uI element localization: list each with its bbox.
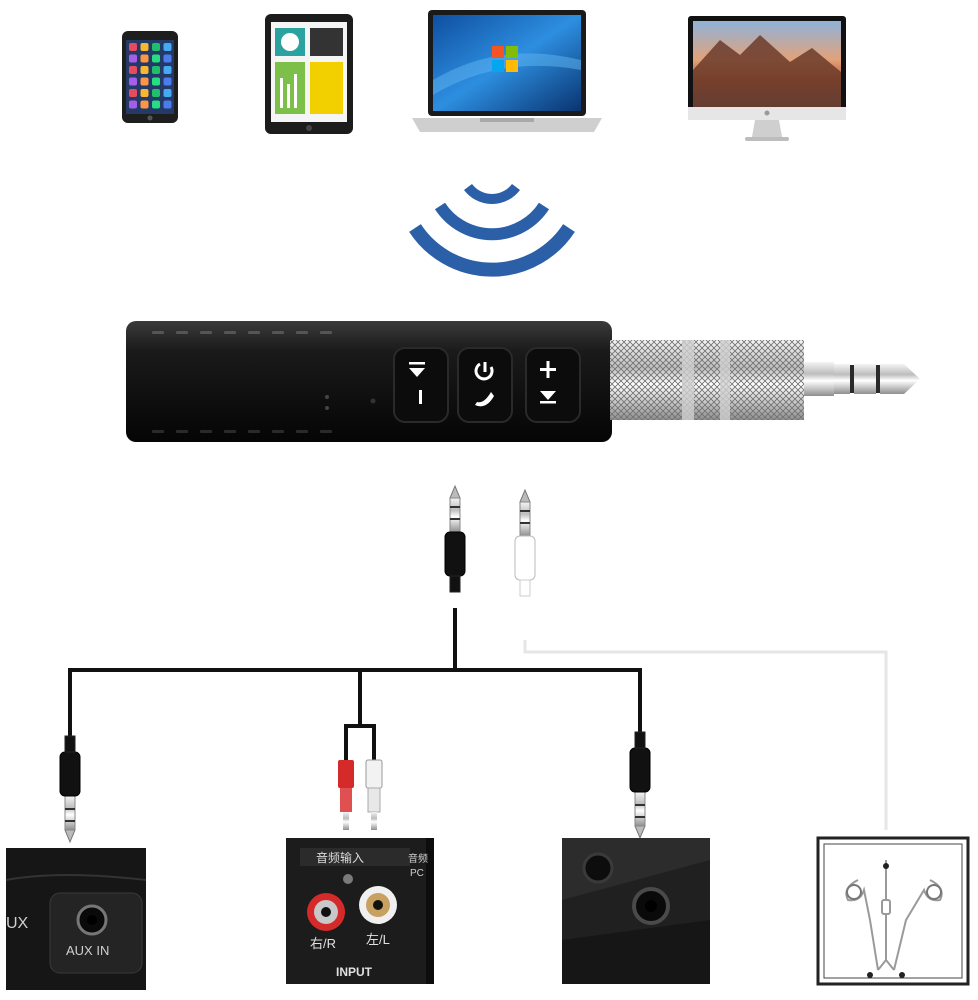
vent-slot	[200, 331, 212, 334]
app-tile	[140, 66, 149, 74]
black-source-plug	[444, 484, 466, 593]
aux-label-left: UX	[6, 915, 29, 932]
app-tile	[129, 77, 137, 86]
vent-slot	[320, 430, 332, 433]
app-tile	[163, 66, 172, 74]
app-tile	[140, 43, 149, 51]
power-call-button[interactable]	[457, 347, 513, 423]
app-tile	[152, 54, 160, 63]
vent-slot	[200, 430, 212, 433]
desktop-monitor-icon	[688, 16, 846, 141]
vent-slot	[176, 331, 188, 334]
vent-slot	[296, 331, 308, 334]
app-tile	[163, 89, 172, 97]
vent-slot	[320, 331, 332, 334]
app-tile	[163, 77, 172, 86]
audio-input-cn-label: 音频输入	[316, 850, 364, 865]
bluetooth-receiver	[126, 321, 920, 442]
rca-plugs	[338, 759, 383, 830]
black-cable	[68, 608, 642, 760]
previous-track-icon	[409, 362, 425, 377]
vent-slot	[152, 331, 164, 334]
app-tile	[152, 43, 160, 51]
app-tile	[140, 89, 149, 97]
app-tile	[152, 66, 160, 74]
audio-plug	[804, 362, 920, 396]
volume-up-icon	[540, 361, 556, 378]
vent-slot	[296, 430, 308, 433]
app-tile	[129, 54, 137, 63]
app-tile	[129, 89, 137, 97]
volume-up-next-button[interactable]	[525, 347, 581, 423]
app-tile	[129, 66, 137, 74]
laptop-icon	[412, 10, 602, 132]
white-source-plug	[514, 488, 536, 597]
phone-icon	[122, 31, 178, 123]
next-track-icon	[540, 391, 556, 404]
app-tile	[163, 100, 172, 109]
white-cable	[523, 640, 888, 830]
vent-slot	[272, 430, 284, 433]
right-channel-label: 右/R	[310, 936, 336, 951]
app-tile	[140, 77, 149, 86]
app-tile	[140, 100, 149, 109]
vent-slot	[272, 331, 284, 334]
vent-slot	[176, 430, 188, 433]
side-label-top: 音频	[408, 852, 428, 865]
power-icon	[474, 362, 494, 381]
vent-slot	[248, 331, 260, 334]
rca-input-panel: 音频输入 音频 PC 右/R 左/L INPUT	[286, 838, 434, 984]
app-tile	[152, 77, 160, 86]
side-label-bottom: PC	[410, 868, 424, 879]
app-tile	[129, 43, 137, 51]
app-tile	[152, 89, 160, 97]
tablet-icon	[265, 14, 353, 134]
app-tile	[163, 54, 172, 63]
volume-down-icon	[419, 390, 422, 404]
car-aux-plug	[59, 735, 81, 844]
app-tile	[129, 100, 137, 109]
earphones-box	[816, 836, 970, 986]
metal-collar	[610, 340, 804, 420]
app-tile	[152, 100, 160, 109]
vent-slot	[248, 430, 260, 433]
aux-in-label: AUX IN	[66, 943, 109, 958]
vent-slot	[224, 331, 236, 334]
vent-slot	[152, 430, 164, 433]
app-tile	[163, 43, 172, 51]
input-label: INPUT	[336, 965, 373, 979]
previous-volume-down-button[interactable]	[393, 347, 449, 423]
car-aux-panel: UX AUX IN	[5, 848, 147, 990]
speaker-plug	[629, 731, 651, 840]
vent-slot	[224, 430, 236, 433]
vent-slots	[152, 331, 332, 433]
app-tile	[140, 54, 149, 63]
wireless-signal-icon	[409, 183, 575, 277]
windows-logo-icon	[492, 46, 518, 72]
speaker-jack-panel	[562, 838, 710, 984]
phone-call-icon	[475, 392, 494, 407]
left-channel-label: 左/L	[366, 932, 390, 947]
